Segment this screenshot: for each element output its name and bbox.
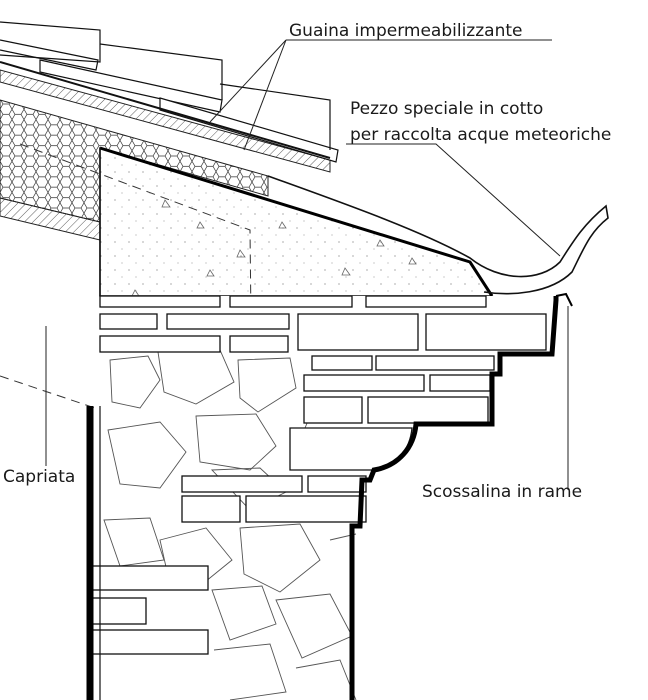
roof-tiles	[0, 21, 339, 163]
leader-lines	[45, 39, 569, 490]
label-scossalina: Scossalina in rame	[422, 482, 582, 502]
label-capriata: Capriata	[3, 467, 75, 487]
concrete-wedge	[99, 146, 494, 297]
copper-flashing	[349, 292, 573, 700]
terracotta-gutter-piece	[267, 175, 609, 295]
label-guaina: Guaina impermeabilizzante	[289, 21, 522, 41]
label-pezzo-line1: Pezzo speciale in cotto	[350, 99, 543, 119]
left-wall-face	[86, 148, 101, 700]
label-pezzo-line2: per raccolta acque meteoriche	[350, 125, 611, 145]
brick-courses	[87, 295, 547, 655]
